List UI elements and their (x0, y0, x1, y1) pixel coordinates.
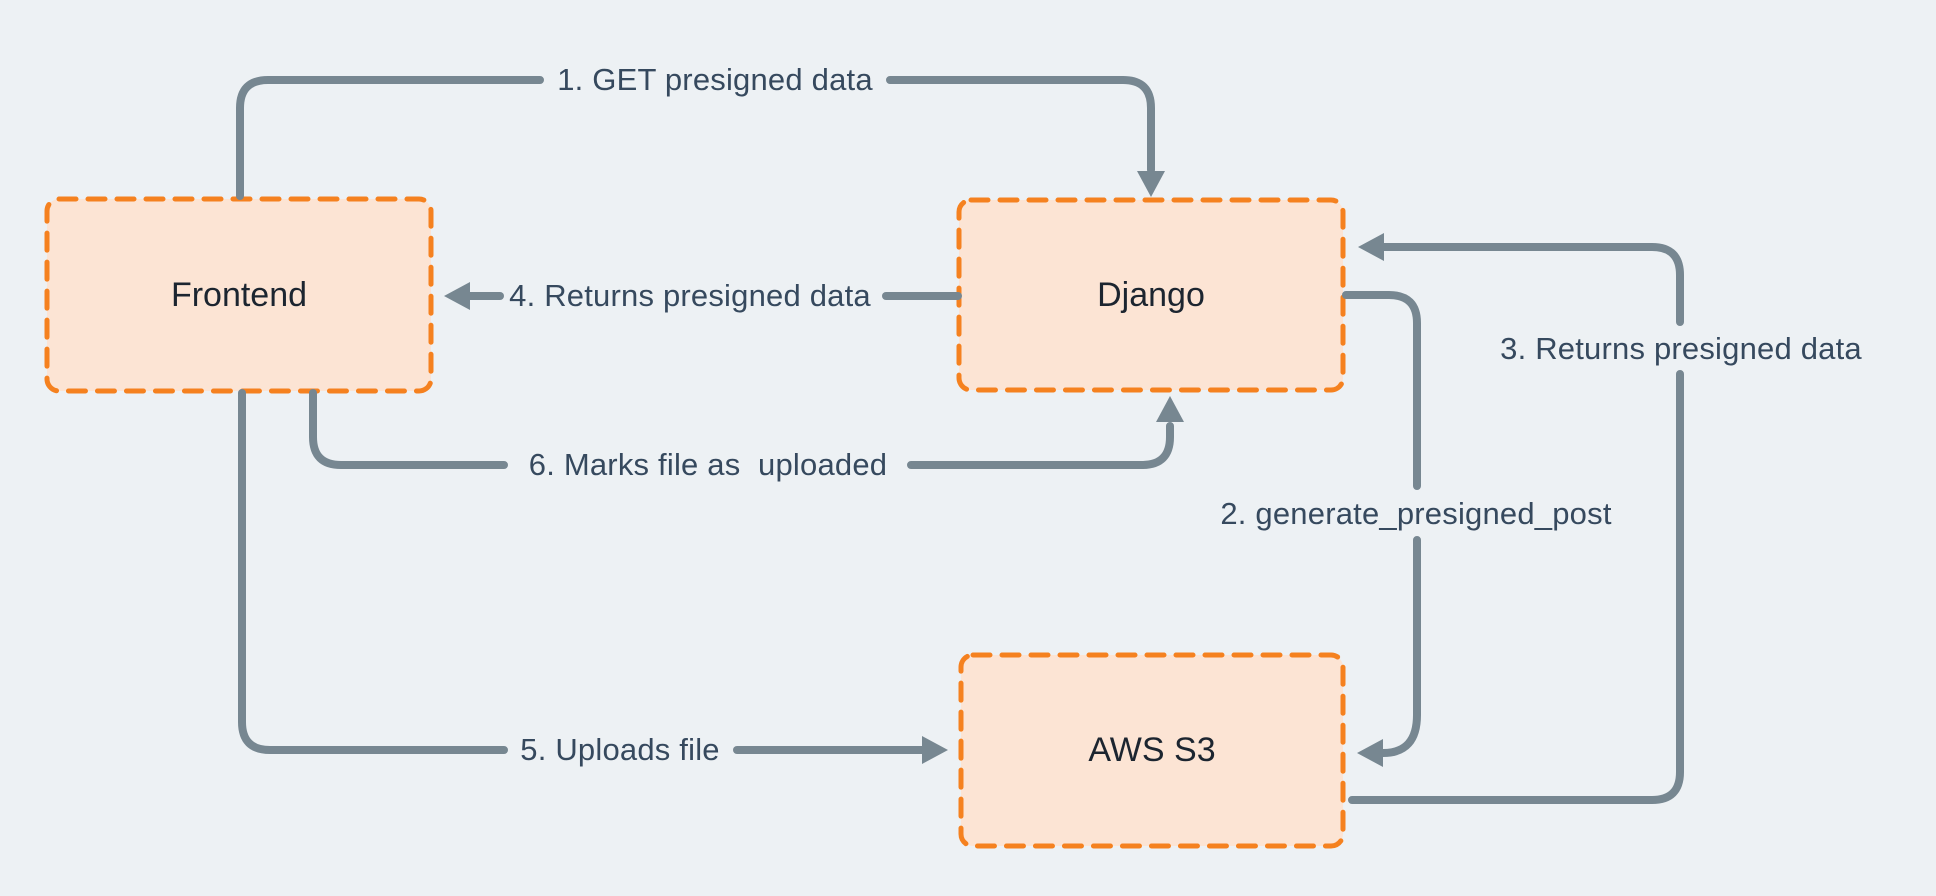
edge-6-segment-a (309, 389, 508, 469)
edge-label-3-returns-presigned-data: 3. Returns presigned data (1500, 331, 1862, 366)
edge-label-2-generate-presigned-post: 2. generate_presigned_post (1220, 496, 1612, 531)
edge-label-1-get-presigned-data: 1. GET presigned data (557, 62, 873, 97)
edge-5-arrowhead-right-icon (922, 736, 948, 764)
edge-label-4-returns-presigned-data: 4. Returns presigned data (509, 278, 871, 313)
edge-3-segment-a (1348, 370, 1684, 804)
edge-label-5-uploads-file: 5. Uploads file (520, 732, 720, 767)
edge-3-arrowhead-left-icon (1358, 233, 1384, 261)
edge-2-arrowhead-left-icon (1357, 739, 1383, 767)
edge-1-arrowhead-down-icon (1137, 171, 1165, 197)
node-django: Django (1097, 275, 1205, 314)
edge-6-segment-b (907, 422, 1174, 469)
node-frontend: Frontend (170, 275, 308, 314)
edge-5-segment-a (238, 389, 508, 754)
edge-2-segment-b (1379, 536, 1421, 757)
node-aws-s3-box (958, 652, 1346, 849)
edge-4-arrowhead-left-icon (444, 282, 470, 310)
edge-label-6-marks-file-as-uploaded: 6. Marks file as uploaded (528, 447, 888, 482)
edge-3-segment-b (1380, 243, 1684, 326)
edge-2-segment-a (1342, 291, 1421, 490)
edge-1-segment-a (236, 76, 544, 200)
edge-1-segment-b (886, 76, 1155, 174)
edge-6-arrowhead-up-icon (1156, 396, 1184, 422)
node-aws-s3: AWS S3 (1088, 731, 1216, 769)
